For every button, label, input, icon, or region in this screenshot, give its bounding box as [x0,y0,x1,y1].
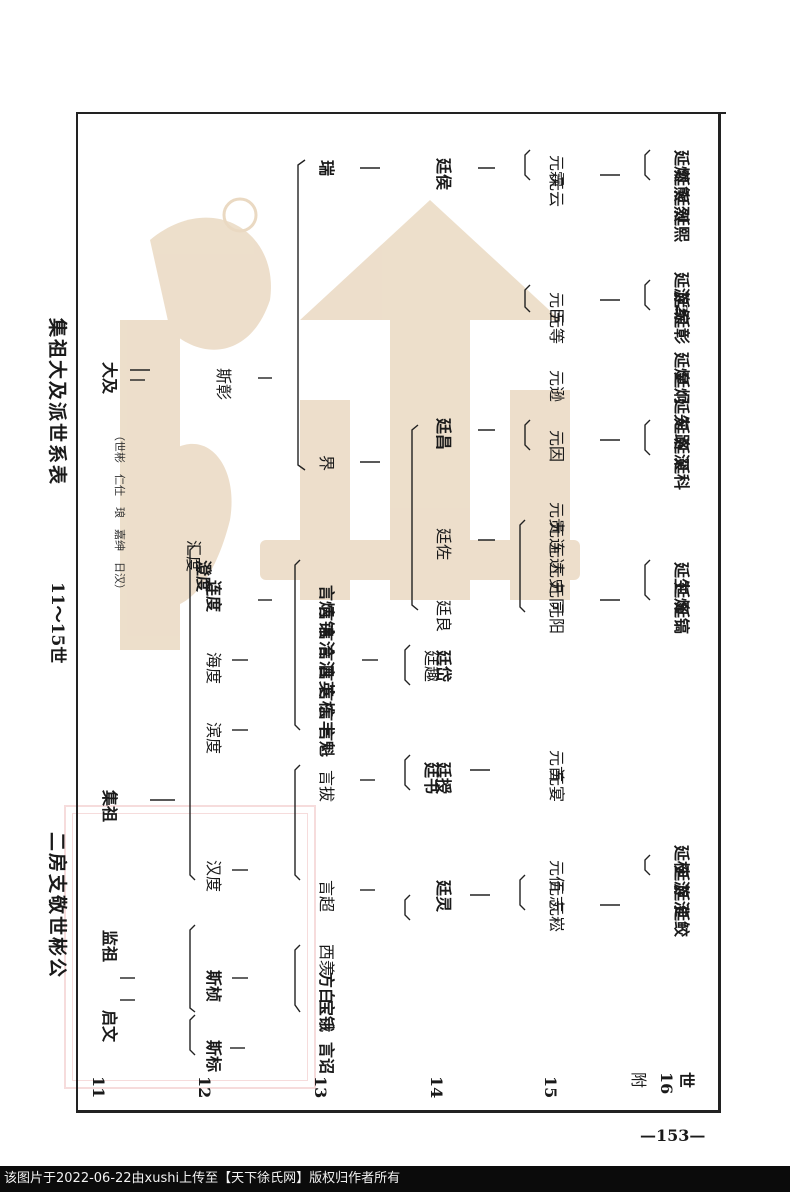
person-tingliang: 廷良 [434,600,453,633]
person-qiwen: 启文 [100,1010,119,1043]
person-yanzhao: 言诏 [317,1042,336,1075]
person-tinghou: 廷侯 [434,158,453,191]
person-sizhen: 斯桢 [204,970,223,1003]
person-jizu: 集祖 [100,790,119,823]
page-number: —153— [640,1126,706,1145]
person-yuanchen: 元臣 [547,292,566,325]
person-yuanxun: 元逊 [547,370,566,403]
top-rule [76,112,726,114]
person-yuanlin: 元霖 [547,155,566,188]
copyright-footer: 该图片于2022-06-22由xushi上传至【天下徐氏网】版权归作者所有 [0,1166,790,1192]
table-frame [76,114,721,1113]
person-jie: 界 [317,455,336,472]
person-tingshu: 廷书 [422,762,441,795]
person-yansheng: 延生 [672,562,691,595]
person-sibiao: 斯标 [204,1040,223,1073]
person-tingqu: 廷趣 [422,650,441,683]
person-tingchang: 廷昌 [434,418,453,451]
person-huidu: 汇度 [184,540,203,573]
person-yanhuang: 延煌 [672,352,691,385]
person-yuangui: 元贵 [547,502,566,535]
person-yanba: 言拔 [317,770,336,803]
person-yuanbai: 元佰 [547,860,566,893]
person-tingling: 廷灵 [434,880,453,913]
person-rui: 瑞 [317,160,336,177]
person-yanyou2: 延游2 [672,272,691,316]
person-yanchao: 言超 [317,880,336,913]
person-baoe: 宝锇 [317,1000,336,1033]
person-handu: 汉度 [204,860,223,893]
person-yanbing: 言炳 [317,585,336,618]
lineage-notes: （世彬 仁仕 琅 嘉绅 日汉） [113,430,126,595]
person-xixian: 西羡 [317,944,336,977]
person-haidu: 海度 [204,652,223,685]
person-tingzuo: 廷佐 [434,528,453,561]
person-fangbai: 方白 [317,972,336,1005]
person-jianzu: 监祖 [100,930,119,963]
footer-text: 该图片于2022-06-22由xushi上传至【天下徐氏网】版权归作者所有 [4,1171,401,1186]
person-yuanshou: 元首 [547,750,566,783]
person-bindu: 滨度 [204,722,223,755]
person-yanran: 延燃 [672,150,691,183]
person-yangui: 延桂 [672,845,691,878]
person-daji: 大及 [100,362,119,395]
person-yuanyin: 元因 [547,430,566,463]
person-sizhang: 斯彰 [214,368,233,401]
